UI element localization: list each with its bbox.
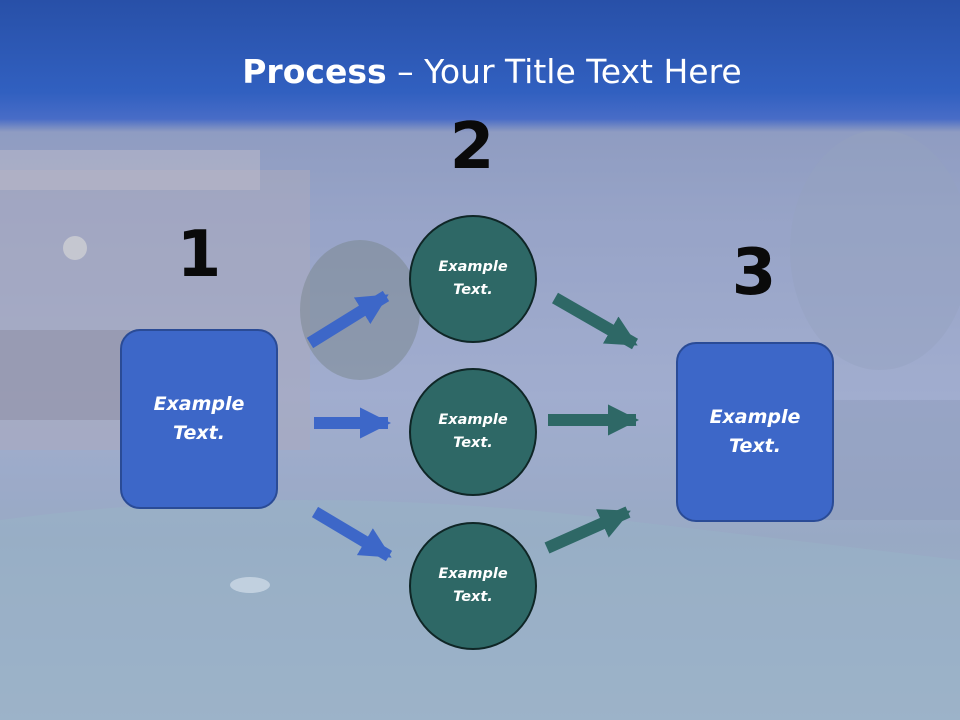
arrow-to-circle-1 [306,290,390,349]
circle-3: Example Text. [409,522,537,650]
right-box: Example Text. [676,342,834,522]
circle-1: Example Text. [409,215,537,343]
title-bold: Process [242,52,387,91]
arrow-to-circle-3 [311,506,393,562]
step-number-2: 2 [449,110,495,184]
title-rest: – Your Title Text Here [386,52,742,91]
step-number-1: 1 [176,218,222,292]
step-number-3: 3 [731,236,777,310]
arrow-circle-3-to-box [544,506,631,554]
slide-title: Process – Your Title Text Here [0,52,960,91]
title-bar [0,0,960,132]
left-box: Example Text. [120,329,278,509]
circle-2: Example Text. [409,368,537,496]
arrow-circle-1-to-box [552,292,638,350]
